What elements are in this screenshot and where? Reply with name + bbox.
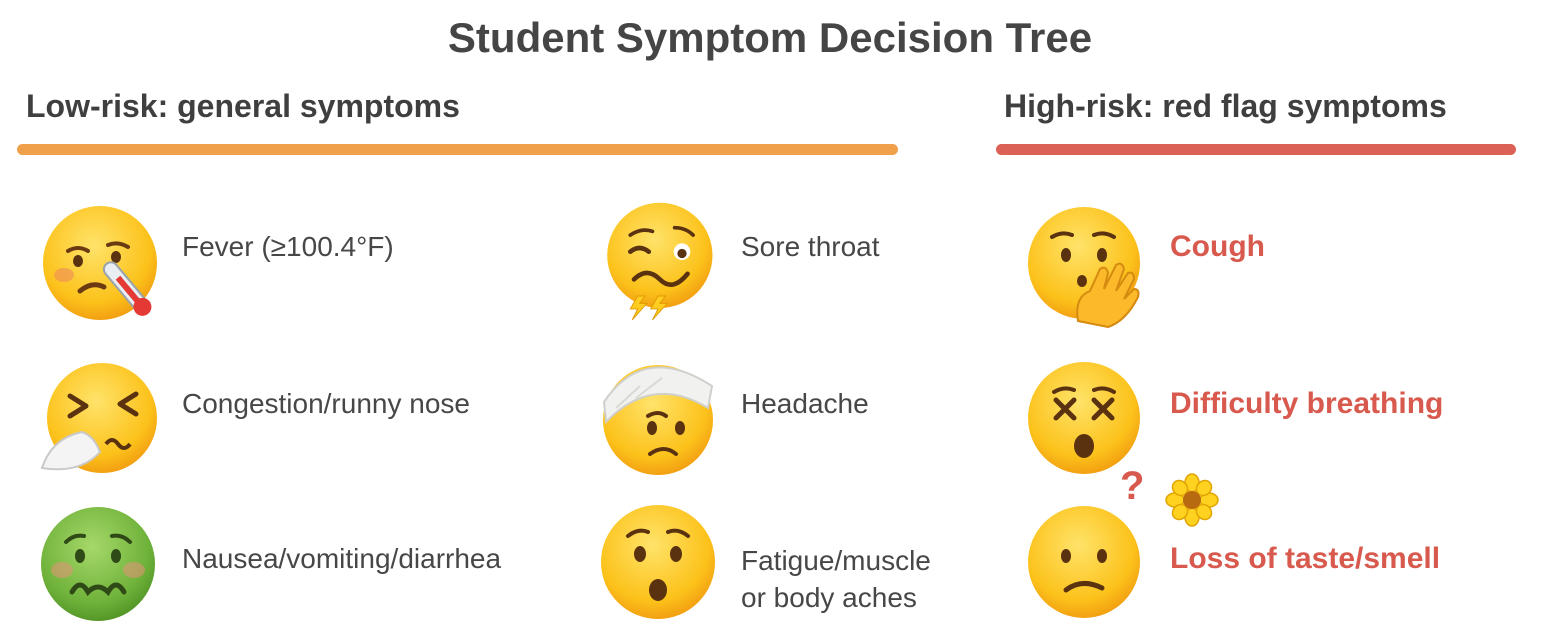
symptom-label: Congestion/runny nose bbox=[182, 388, 470, 419]
symptom-label: Headache bbox=[741, 388, 869, 419]
symptom-label: or body aches bbox=[741, 582, 917, 613]
confused-face-icon bbox=[1028, 506, 1140, 618]
low-risk-heading: Low-risk: general symptoms bbox=[26, 88, 460, 124]
woozy-face-icon bbox=[607, 202, 713, 321]
symptom-label: Nausea/vomiting/diarrhea bbox=[182, 543, 502, 574]
hushed-face-icon bbox=[601, 505, 715, 619]
symptom-label: Difficulty breathing bbox=[1170, 387, 1444, 420]
symptom-label: Cough bbox=[1170, 230, 1265, 263]
question-mark-icon: ? bbox=[1120, 464, 1145, 508]
symptom-label: Fatigue/muscle bbox=[741, 545, 931, 576]
high-risk-divider bbox=[996, 144, 1516, 155]
dizzy-face-icon bbox=[1028, 362, 1140, 474]
symptom-label: Fever (≥100.4°F) bbox=[182, 231, 394, 262]
thermometer-face-icon bbox=[43, 206, 157, 320]
sneezing-face-icon bbox=[40, 363, 157, 473]
flower-icon bbox=[1165, 473, 1219, 527]
low-risk-divider bbox=[17, 144, 898, 155]
symptom-label: Sore throat bbox=[741, 231, 880, 262]
nauseated-face-icon bbox=[41, 507, 155, 621]
page-title: Student Symptom Decision Tree bbox=[447, 14, 1093, 61]
symptom-label: Loss of taste/smell bbox=[1170, 542, 1441, 575]
hand-over-mouth-face-icon bbox=[1028, 207, 1140, 329]
bandaged-head-face-icon bbox=[602, 365, 714, 475]
high-risk-heading: High-risk: red flag symptoms bbox=[1004, 88, 1447, 124]
